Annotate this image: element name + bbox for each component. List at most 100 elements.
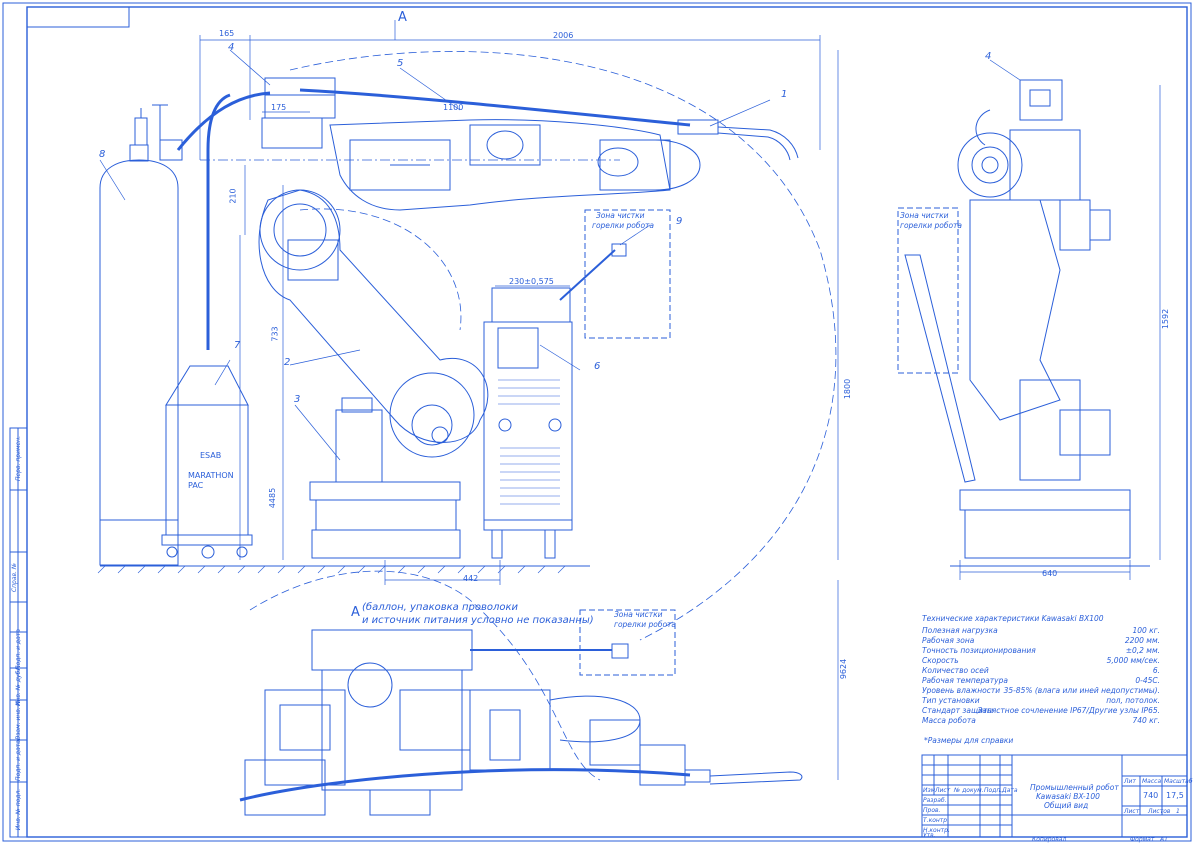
dim-175: 175 (271, 103, 287, 112)
title-name-1: Промышленный робот (1030, 783, 1119, 792)
tb-col-list: Лист (935, 787, 951, 794)
zone-label-plan-1: Зона чистки (614, 610, 663, 619)
wire-hose (206, 93, 231, 350)
spec-value: Запястное сочленение IP67/Другие узлы IP… (977, 706, 1160, 715)
tb-row-prov: Пров. (923, 807, 941, 814)
spec-key: Уровень влажности (922, 686, 1001, 695)
spec-key: Тип установки (922, 696, 980, 705)
gas-hose (176, 91, 271, 151)
title-format: А1 (1160, 836, 1168, 843)
dimension-lines-side (959, 59, 1161, 580)
dim-165: 165 (219, 29, 235, 38)
callout-4: 4 (228, 42, 235, 53)
corner-stamp (26, 6, 130, 28)
spec-key: Масса робота (922, 716, 976, 725)
dim-2006: 2006 (553, 31, 574, 40)
section-note-line-1: (баллон, упаковка проволоки (362, 602, 519, 613)
spec-row: Скорость 5,000 мм/сек. (922, 656, 1160, 666)
dim-210: 210 (228, 188, 238, 204)
plan-cable (239, 768, 691, 802)
tb-row-nkontr: Н.контр. (923, 827, 950, 834)
tb-col-doc: № докум. (954, 787, 984, 794)
leader-lines (99, 49, 771, 461)
floor-hatch (97, 565, 566, 574)
cleaning-zone-plan (579, 609, 676, 676)
title-sheets: 1 (1176, 808, 1180, 815)
dim-4485: 4485 (268, 487, 278, 509)
title-name-2: Kawasaki BX-100 (1036, 792, 1100, 801)
robot-upper-arm (329, 119, 701, 211)
title-name-3: Общий вид (1044, 801, 1089, 810)
zone-label-plan-2: горелки робота (614, 620, 677, 629)
tb-row-utv: Утв. (923, 832, 936, 839)
section-note-line-2: и источник питания условно не показанны) (362, 615, 594, 626)
wire-drum (161, 365, 253, 559)
zone-label-front-1: Зона чистки (596, 211, 645, 220)
cleaning-zone-side (897, 207, 959, 374)
spec-value: 5,000 мм/сек. (1106, 656, 1160, 665)
title-mass: 740 (1143, 791, 1159, 800)
robot-lower-arm (258, 189, 489, 458)
zone-label-front-2: горелки робота (592, 221, 655, 230)
robot-plan-view (244, 629, 803, 816)
torch-cable (299, 88, 691, 127)
spec-key: Полезная нагрузка (922, 626, 998, 635)
zone-label-side-1: Зона чистки (900, 211, 949, 220)
title-scale: 17,5 (1166, 791, 1184, 800)
cleaning-rod-side (904, 254, 976, 483)
side-stamp-strip (9, 427, 28, 838)
callout-9: 9 (676, 216, 683, 227)
cabinet-brand: ESAB (200, 451, 222, 460)
cleaning-rod (559, 249, 616, 301)
spec-value: 35-85% (влага или иней недопустимы). (1003, 686, 1160, 695)
inner-envelope-arc (299, 208, 462, 331)
dimension-lines-front (199, 20, 839, 585)
cabinet-model-2: PAC (188, 481, 204, 490)
plan-envelope-arc (249, 570, 601, 781)
callout-1: 1 (781, 89, 788, 100)
cabinet-model-1: MARATHON (188, 471, 234, 480)
work-envelope-arc (289, 51, 837, 641)
spec-value: 100 кг. (1132, 626, 1160, 635)
spec-value: 2200 мм. (1124, 636, 1160, 645)
spec-key: Скорость (922, 656, 959, 665)
dim-230: 230±0,575 (509, 277, 554, 286)
side-stamp-3: Инв. № дубл. (15, 664, 23, 707)
dim-1592: 1592 (1161, 308, 1171, 330)
section-mark-a-plan: A (351, 605, 360, 620)
title-scale-label: Масштаб (1164, 778, 1193, 785)
title-sheets-label: Листов (1148, 808, 1171, 815)
specs-title: Технические характеристики Kawasaki BX10… (922, 614, 1104, 623)
robot-base (309, 397, 461, 559)
callout-4-side: 4 (985, 51, 992, 62)
cleaning-zone-front (584, 209, 671, 339)
side-stamp-5: Справ. № (11, 562, 19, 593)
side-stamp-4: Подп. и дата (14, 629, 22, 670)
callout-6: 6 (594, 361, 601, 372)
gas-cylinder (99, 104, 183, 566)
spec-row: Точность позиционирования±0,2 мм. (922, 646, 1160, 656)
title-format-label: Формат (1130, 836, 1155, 843)
cleaning-station (611, 243, 627, 257)
callout-3: 3 (294, 394, 301, 405)
spec-value: пол, потолок. (1106, 696, 1160, 705)
tb-col-date: Дата (1002, 787, 1018, 794)
spec-value: 0-45С. (1135, 676, 1160, 685)
spec-key: Рабочая зона (922, 636, 975, 645)
section-mark-a: A (398, 10, 407, 25)
dim-640: 640 (1042, 569, 1058, 578)
dim-1800: 1800 (843, 378, 853, 400)
title-sheet-label: Лист (1124, 808, 1140, 815)
power-source (483, 287, 573, 559)
title-copied: Копировал (1032, 836, 1067, 843)
spec-row: Полезная нагрузка 100 кг. (922, 626, 1160, 636)
callout-5: 5 (397, 58, 404, 69)
tb-col-izm: Изм (923, 787, 936, 794)
tb-col-sign: Подп. (984, 787, 1003, 794)
spec-row: Рабочая зона 2200 мм. (922, 636, 1160, 646)
spec-key: Количество осей (922, 666, 989, 675)
